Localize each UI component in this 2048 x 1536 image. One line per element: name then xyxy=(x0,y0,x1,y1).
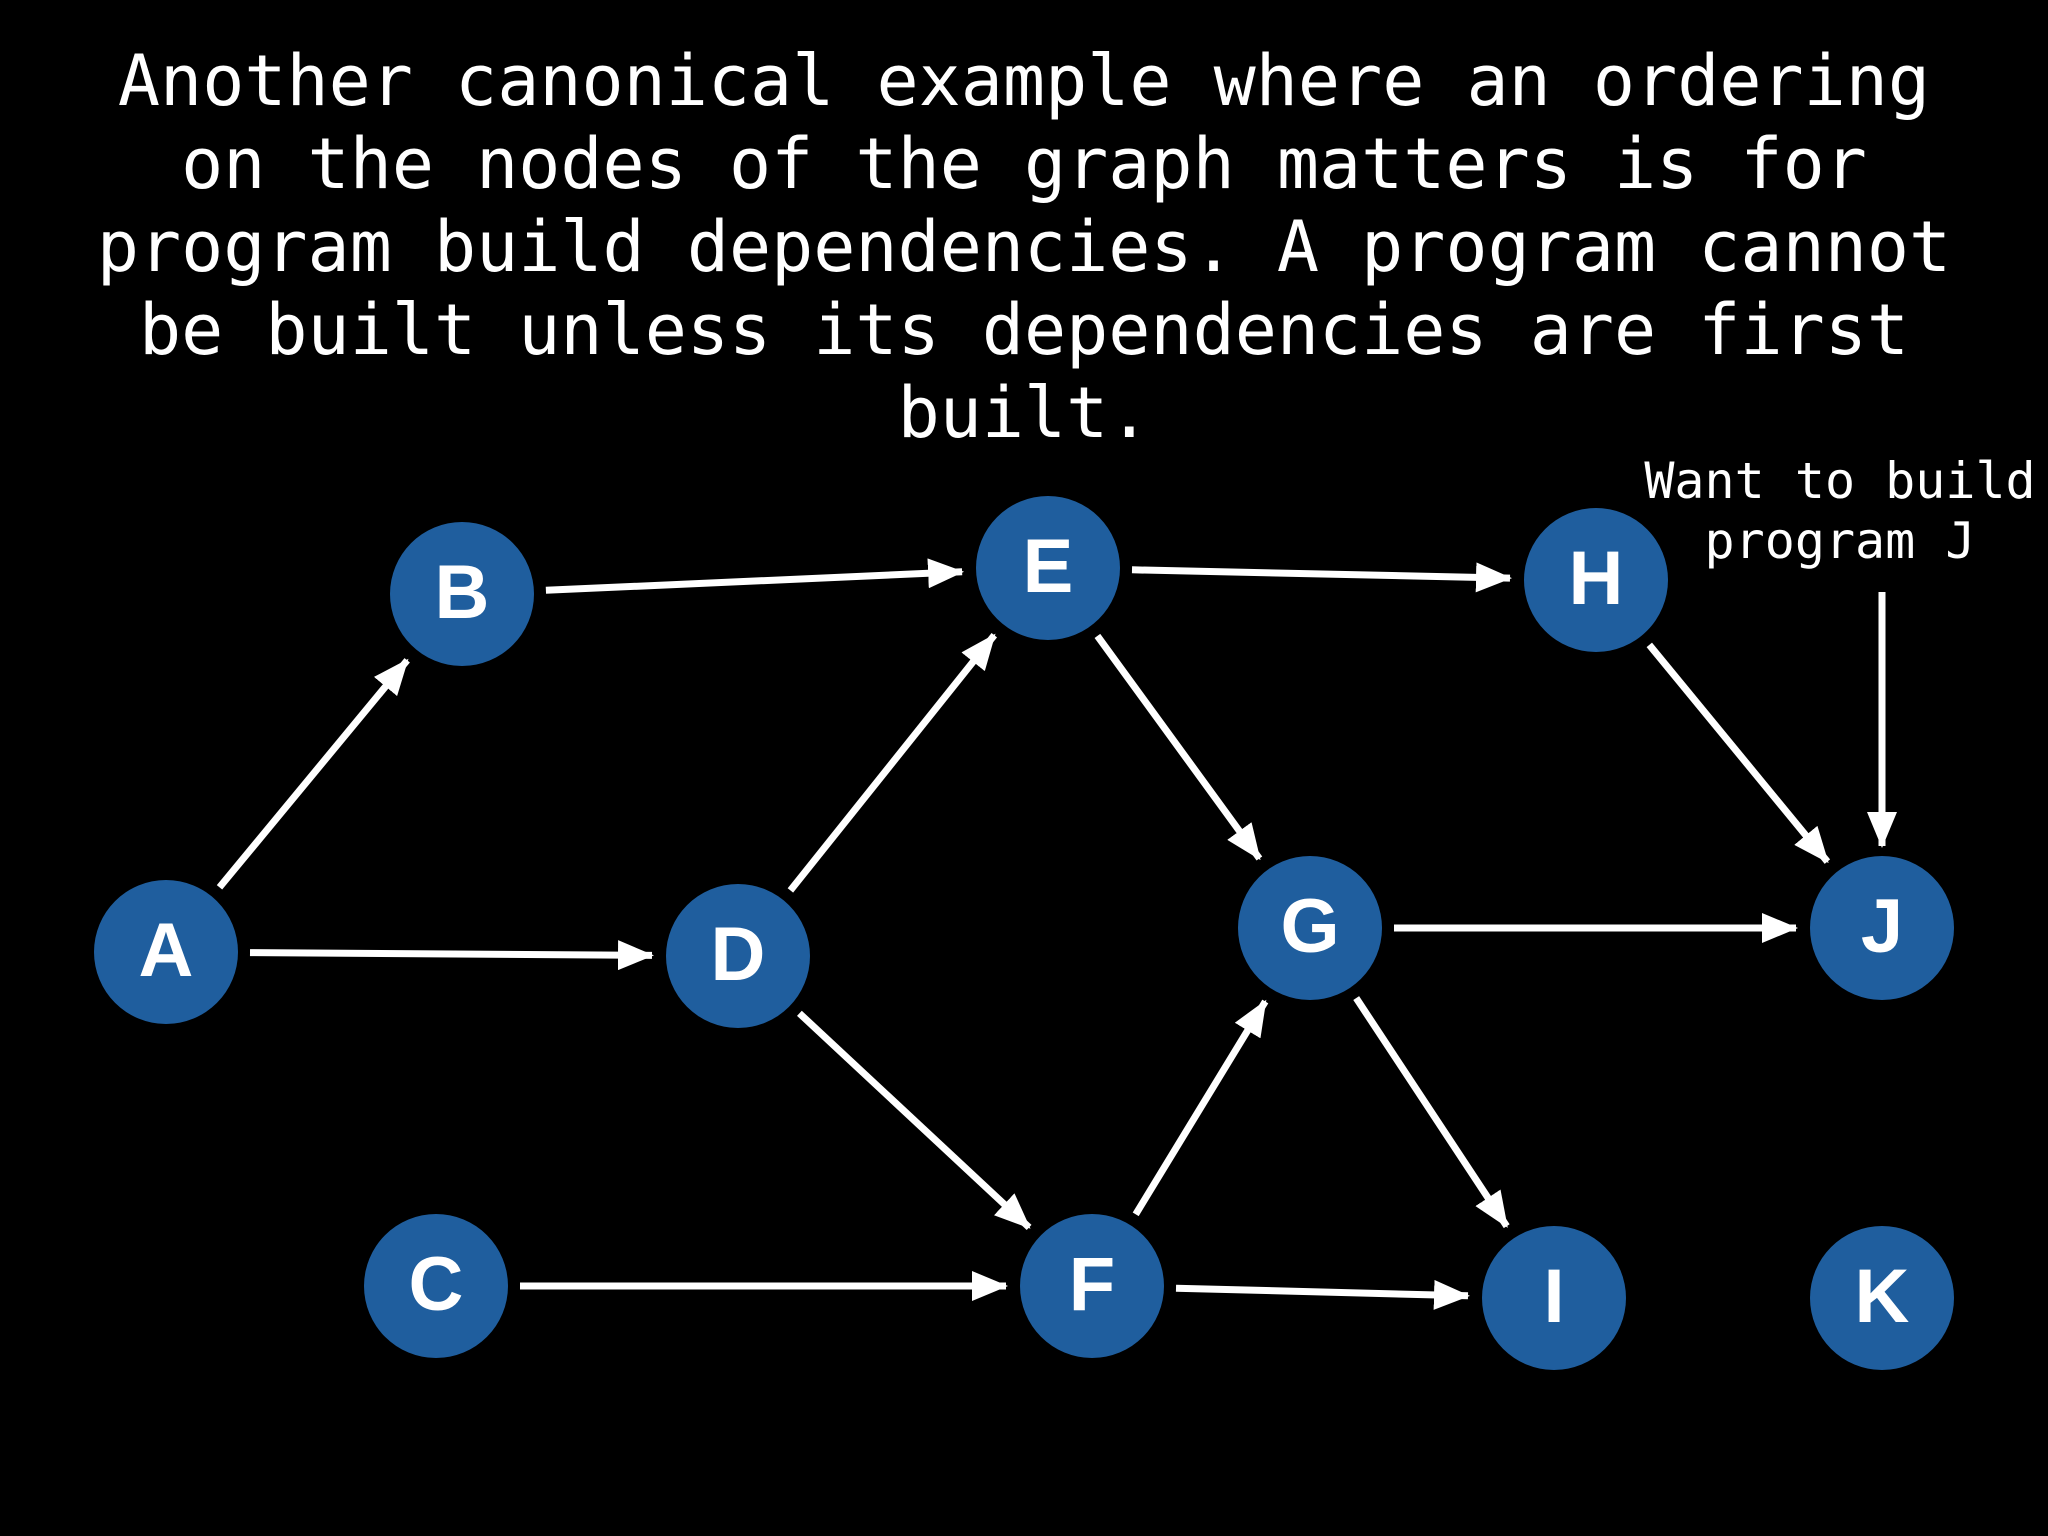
node-circle xyxy=(390,522,534,666)
node-circle xyxy=(976,496,1120,640)
edge-d-e xyxy=(787,633,998,893)
node-k: K xyxy=(1810,1226,1954,1370)
node-label: E xyxy=(1023,524,1074,609)
node-label: A xyxy=(139,908,194,993)
node-circle xyxy=(94,880,238,1024)
node-f: F xyxy=(1020,1214,1164,1358)
node-circle xyxy=(364,1214,508,1358)
node-circle xyxy=(666,884,810,1028)
node-c: C xyxy=(364,1214,508,1358)
edge-e-g xyxy=(1094,633,1263,861)
node-label: G xyxy=(1280,884,1339,969)
node-circle xyxy=(1020,1214,1164,1358)
slide-title: Another canonical example where an order… xyxy=(96,40,1952,454)
edge-b-e xyxy=(545,558,965,594)
node-label: B xyxy=(435,550,490,635)
node-label: J xyxy=(1861,884,1903,969)
nodes-layer: A B C D E F G H I J K xyxy=(94,496,1954,1370)
edge-e-h xyxy=(1131,562,1512,593)
node-label: F xyxy=(1069,1242,1115,1327)
annotation-line: Want to build xyxy=(1644,452,2035,510)
node-b: B xyxy=(390,522,534,666)
edge-d-f xyxy=(797,1010,1032,1230)
annotation-line: program J xyxy=(1705,512,1976,570)
node-label: K xyxy=(1855,1254,1910,1339)
edge-g-i xyxy=(1353,996,1510,1229)
edge-f-g xyxy=(1132,999,1269,1217)
node-label: C xyxy=(409,1242,464,1327)
node-d: D xyxy=(666,884,810,1028)
node-circle xyxy=(1810,856,1954,1000)
node-circle xyxy=(1810,1226,1954,1370)
edge-a-d xyxy=(249,940,654,971)
node-g: G xyxy=(1238,856,1382,1000)
node-label: H xyxy=(1569,536,1624,621)
node-e: E xyxy=(976,496,1120,640)
edge-h-j xyxy=(1646,642,1831,864)
node-circle xyxy=(1524,508,1668,652)
node-label: I xyxy=(1543,1254,1564,1339)
node-a: A xyxy=(94,880,238,1024)
node-circle xyxy=(1482,1226,1626,1370)
node-h: H xyxy=(1524,508,1668,652)
edges-layer xyxy=(216,558,1831,1310)
edge-f-i xyxy=(1175,1279,1470,1310)
edge-a-b xyxy=(216,658,410,890)
node-i: I xyxy=(1482,1226,1626,1370)
node-j: J xyxy=(1810,856,1954,1000)
node-circle xyxy=(1238,856,1382,1000)
node-label: D xyxy=(711,912,766,997)
